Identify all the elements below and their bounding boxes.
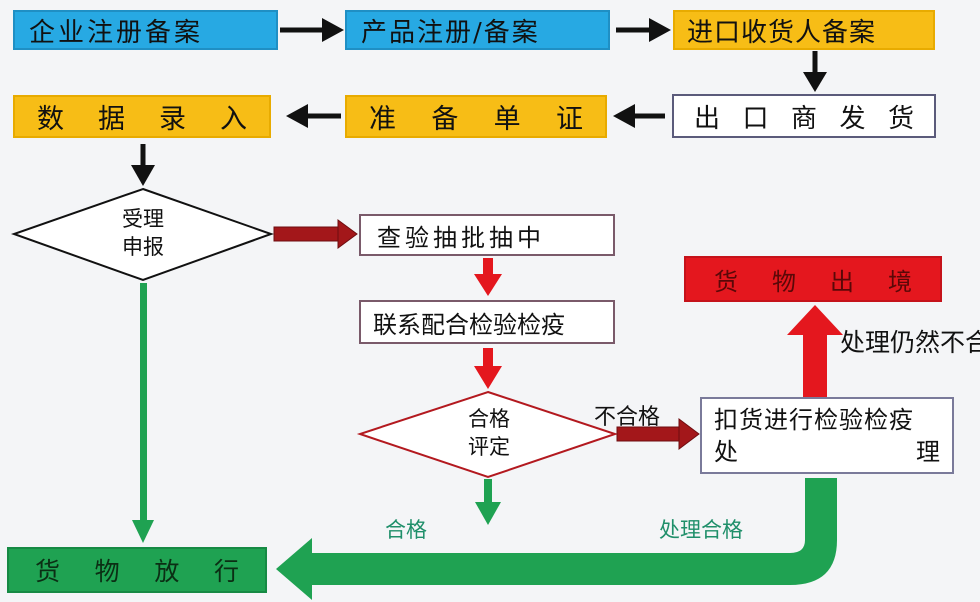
- cooperate-inspection-box: 联系配合检验检疫: [359, 300, 615, 344]
- arrow-assessment-to-detain: [616, 418, 700, 450]
- goods-release-box: 货物放行: [7, 547, 267, 593]
- arrow-cooperate-to-assessment: [474, 348, 502, 389]
- prepare-documents-text: 准备单证: [369, 104, 583, 135]
- product-register-text: 产品注册/备案: [361, 17, 540, 48]
- qualification-assessment-label: 合格评定: [468, 407, 510, 459]
- goods-exit-box: 货物出境: [684, 256, 942, 302]
- arrow-accept-to-release: [132, 283, 154, 543]
- importer-filing-text: 进口收货人备案: [687, 17, 877, 48]
- importer-filing-box: 进口收货人备案: [673, 10, 935, 50]
- prepare-documents-box: 准备单证: [345, 95, 607, 138]
- accept-declaration-diamond: [10, 187, 274, 282]
- still-unqualified-label: 处理仍然不合格: [840, 327, 980, 358]
- unqualified-label: 不合格: [594, 405, 661, 430]
- qualification-assessment-text: 合格评定: [459, 405, 519, 461]
- data-entry-text: 数据录入: [37, 104, 247, 135]
- detain-process-line2-right: 理: [916, 437, 940, 466]
- arrow-exporter-to-documents: [613, 104, 665, 128]
- arrow-product-to-importer: [616, 18, 671, 42]
- processed-qualified-label: 处理合格: [659, 518, 743, 542]
- accept-declaration-text: 受理申报: [113, 205, 173, 261]
- arrow-sampling-to-cooperate: [474, 258, 502, 296]
- detain-process-line2: 处 理: [714, 436, 940, 468]
- still-unqualified-text: 处理仍然不合格: [840, 328, 980, 357]
- arrow-documents-to-data-entry: [286, 104, 341, 128]
- arrow-importer-to-exporter: [803, 51, 827, 92]
- inspection-sampling-box: 查验抽批抽中: [359, 214, 615, 256]
- detain-process-line2-left: 处: [714, 437, 738, 466]
- product-register-box: 产品注册/备案: [345, 10, 610, 50]
- qualified-label: 合格: [385, 518, 427, 542]
- arrow-data-entry-to-accept: [131, 144, 155, 186]
- exporter-ship-box: 出口商发货: [672, 94, 936, 138]
- arrow-assessment-to-release: [475, 479, 501, 525]
- enterprise-register-box: 企业注册备案: [13, 10, 278, 50]
- goods-exit-text: 货物出境: [714, 267, 912, 296]
- goods-release-text: 货物放行: [35, 557, 239, 586]
- accept-declaration-label: 受理申报: [122, 207, 164, 259]
- arrow-detain-to-goods-exit: [787, 305, 843, 398]
- detain-process-box: 扣货进行检验检疫 处 理: [700, 397, 954, 474]
- inspection-sampling-text: 查验抽批抽中: [377, 223, 545, 252]
- arrow-enterprise-to-product: [280, 18, 344, 42]
- arrow-accept-to-sampling: [273, 219, 358, 249]
- qualification-assessment-diamond: [356, 390, 619, 479]
- arrow-processed-to-release: [276, 478, 837, 600]
- enterprise-register-text: 企业注册备案: [29, 17, 204, 48]
- cooperate-inspection-text: 联系配合检验检疫: [373, 310, 565, 339]
- data-entry-box: 数据录入: [13, 95, 271, 138]
- exporter-ship-text: 出口商发货: [694, 103, 914, 134]
- detain-process-line1: 扣货进行检验检疫: [714, 405, 914, 434]
